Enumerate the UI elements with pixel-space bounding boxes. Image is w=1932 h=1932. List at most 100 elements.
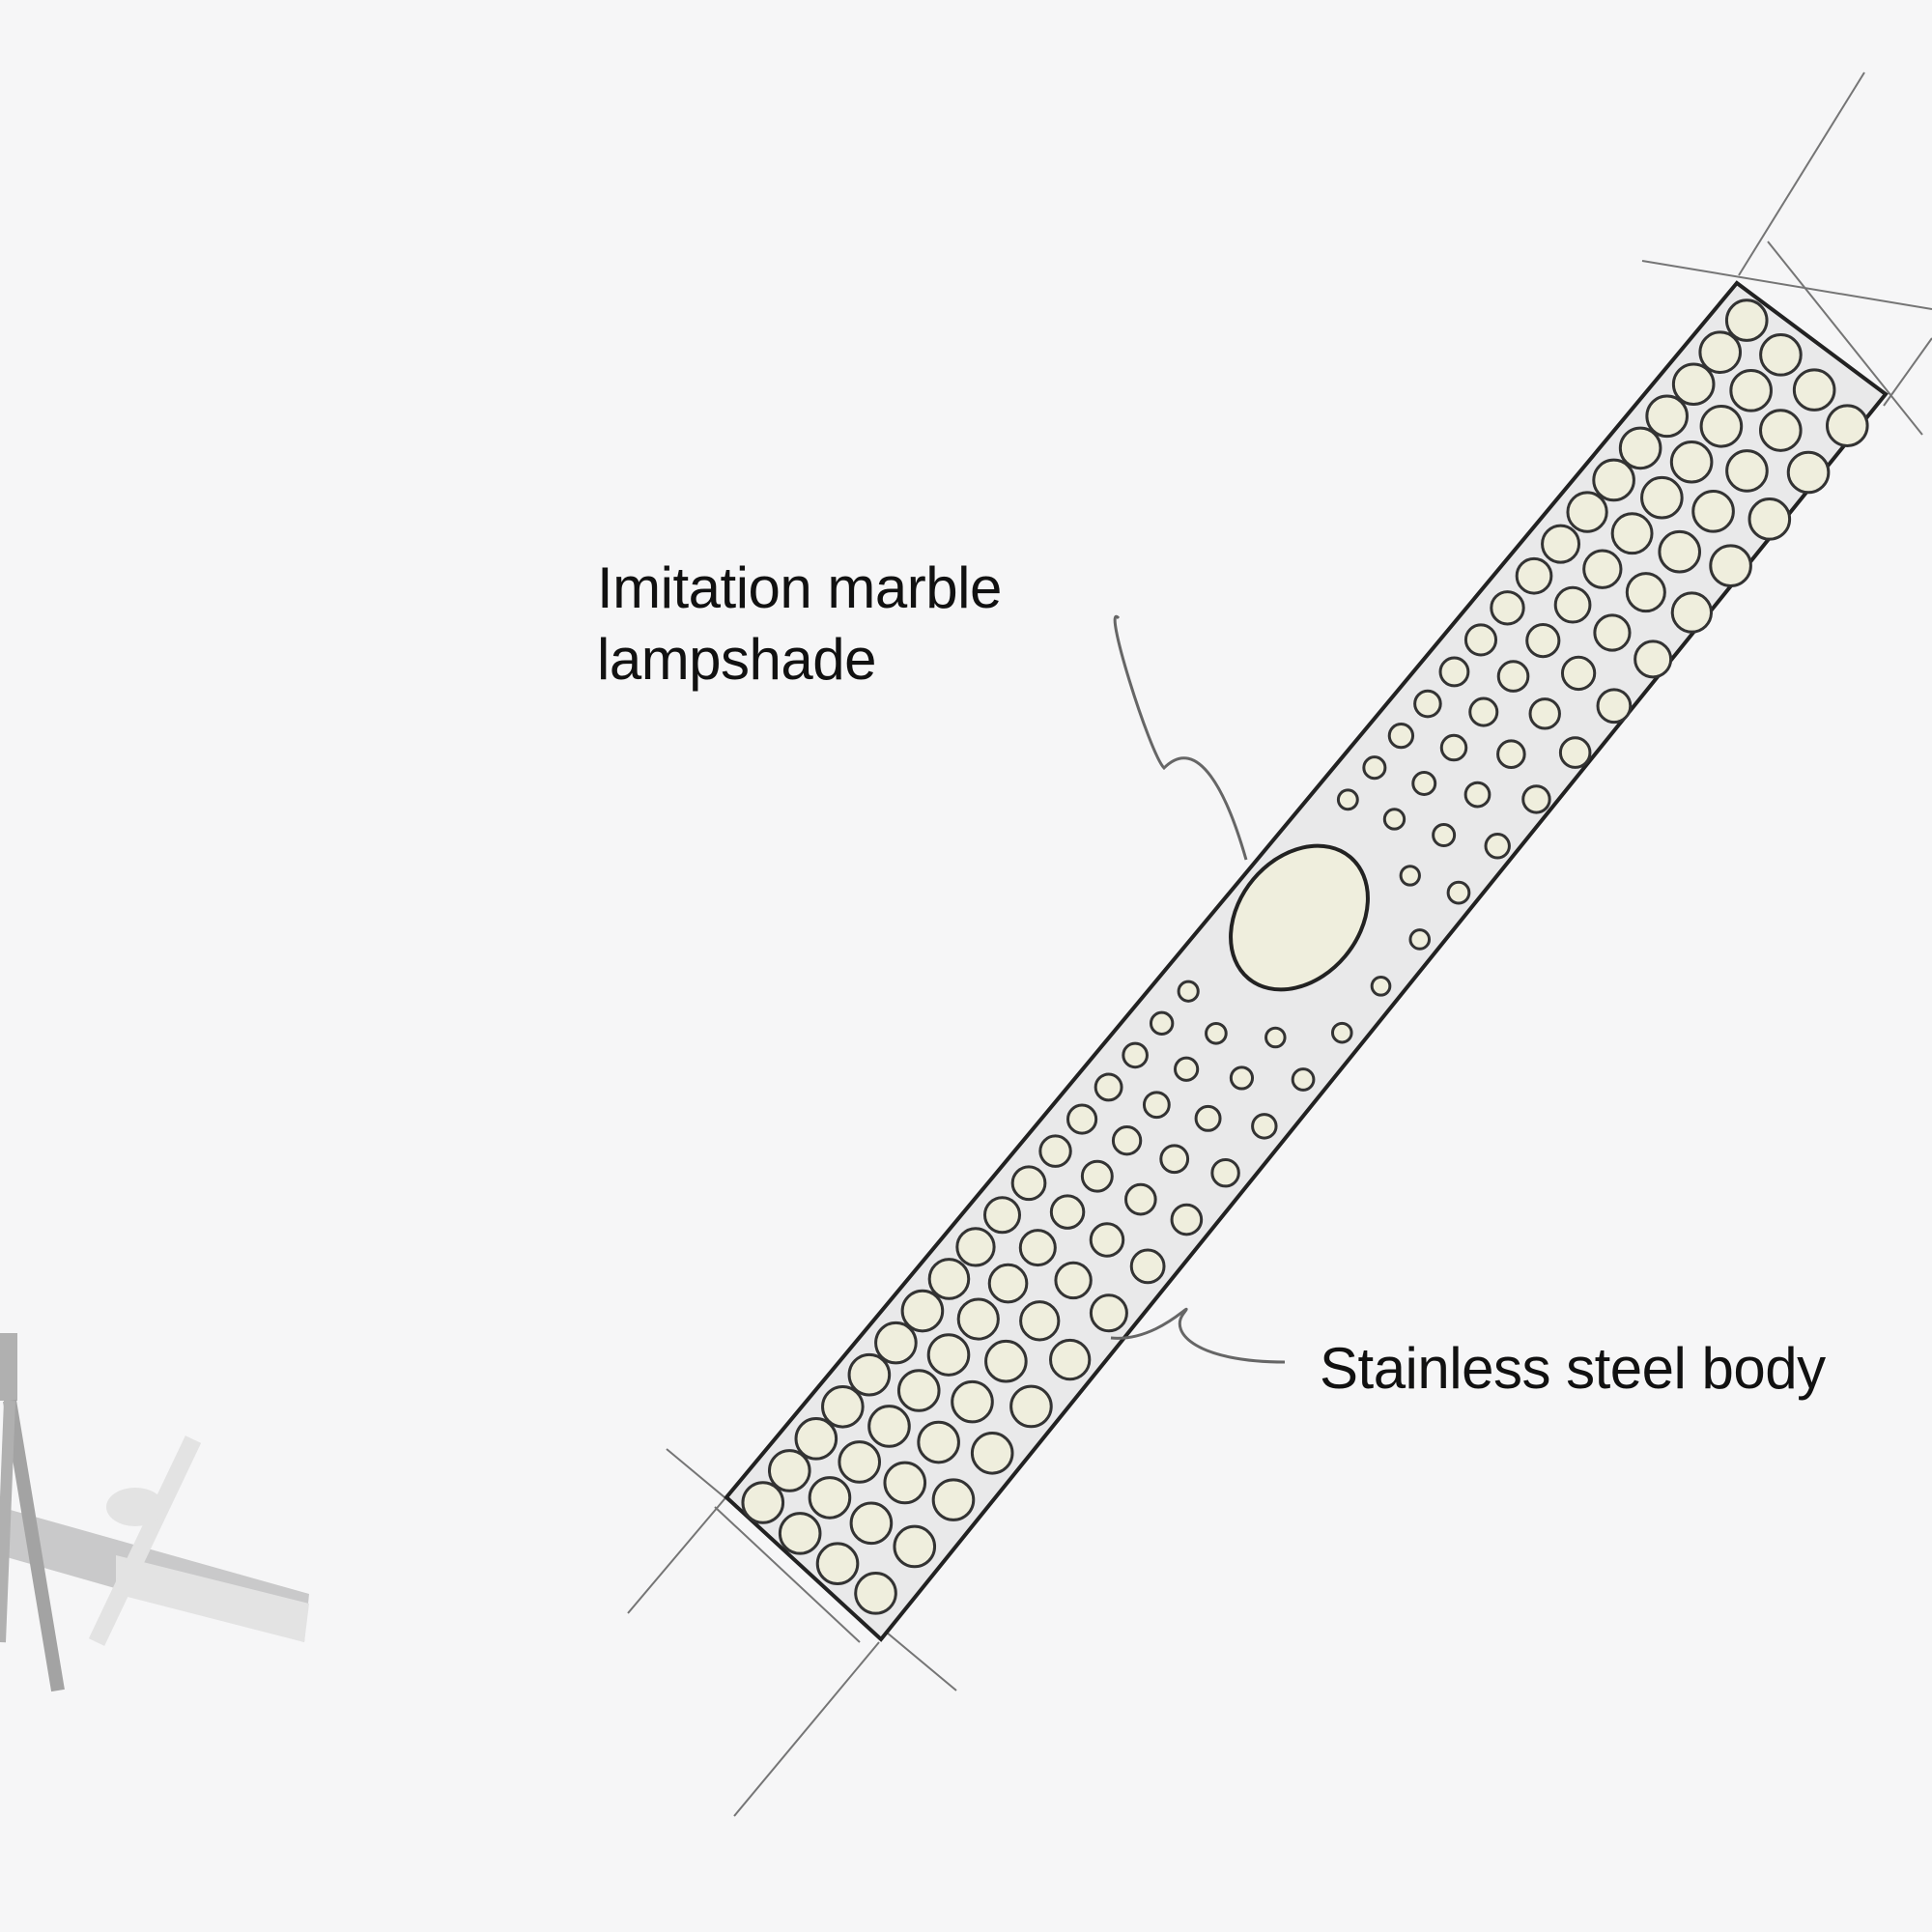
bead bbox=[854, 1572, 897, 1615]
bead bbox=[1671, 362, 1716, 407]
lampshade-beads bbox=[741, 298, 1869, 1615]
bead bbox=[815, 1542, 860, 1586]
bead bbox=[1566, 491, 1608, 533]
bead bbox=[1336, 788, 1359, 811]
bead bbox=[1408, 928, 1432, 951]
lampshade-annotation-line2: lampshade bbox=[597, 627, 877, 692]
bead bbox=[1446, 880, 1471, 905]
bead bbox=[893, 1524, 937, 1569]
bead bbox=[1177, 980, 1200, 1003]
bead bbox=[1709, 544, 1752, 587]
bead bbox=[1553, 585, 1592, 624]
bead bbox=[1699, 404, 1744, 448]
bead bbox=[1525, 623, 1561, 659]
lampshade-annotation: Imitation marble lampshade bbox=[597, 553, 1002, 696]
bead bbox=[1658, 529, 1701, 574]
bead bbox=[849, 1501, 894, 1546]
bead bbox=[1484, 833, 1511, 860]
bead bbox=[741, 1481, 785, 1524]
bead bbox=[1558, 736, 1592, 769]
bead bbox=[1399, 865, 1421, 887]
bead bbox=[1054, 1261, 1093, 1300]
lampshade-leader-line bbox=[1113, 614, 1248, 861]
bead bbox=[1065, 1103, 1098, 1135]
bead bbox=[1159, 1144, 1190, 1175]
bead bbox=[1019, 1300, 1061, 1342]
bead bbox=[1463, 781, 1492, 809]
bead bbox=[1382, 808, 1406, 831]
bead bbox=[767, 1449, 811, 1492]
bead bbox=[926, 1333, 971, 1377]
bead bbox=[1094, 1072, 1123, 1102]
bead bbox=[1825, 404, 1869, 447]
bead bbox=[1496, 739, 1526, 770]
bead bbox=[955, 1227, 996, 1267]
bead bbox=[900, 1289, 945, 1333]
bead bbox=[1089, 1293, 1128, 1333]
bead bbox=[1194, 1104, 1222, 1132]
bead bbox=[1618, 426, 1662, 470]
bead bbox=[1759, 333, 1803, 377]
bead bbox=[867, 1405, 911, 1448]
bead bbox=[1205, 1021, 1228, 1045]
bead bbox=[883, 1461, 927, 1505]
bead bbox=[1142, 1091, 1171, 1120]
bead bbox=[1582, 549, 1623, 589]
bead bbox=[1496, 660, 1530, 693]
lampshade-annotation-line1: Imitation marble bbox=[597, 555, 1002, 620]
bead bbox=[1010, 1165, 1047, 1202]
bead bbox=[1149, 1010, 1175, 1037]
bead bbox=[1080, 1159, 1114, 1193]
bead bbox=[1439, 733, 1468, 762]
bead bbox=[1560, 655, 1597, 692]
bead bbox=[1521, 784, 1551, 814]
bead bbox=[1170, 1203, 1204, 1236]
bead bbox=[1468, 696, 1499, 727]
bead bbox=[1174, 1056, 1200, 1082]
center-oval-bead bbox=[1229, 843, 1370, 992]
bead bbox=[808, 1476, 852, 1520]
bead bbox=[1515, 556, 1553, 595]
bead bbox=[1129, 1248, 1166, 1285]
bead bbox=[1009, 1384, 1053, 1429]
bead bbox=[1625, 572, 1666, 613]
bead bbox=[1698, 330, 1743, 374]
bead bbox=[1592, 458, 1635, 502]
bead bbox=[1747, 497, 1792, 541]
bead bbox=[1634, 639, 1673, 679]
bead bbox=[931, 1478, 976, 1521]
bead bbox=[917, 1420, 960, 1464]
bead bbox=[982, 1196, 1022, 1235]
bead bbox=[1018, 1229, 1057, 1267]
bead bbox=[1089, 1222, 1125, 1258]
bead bbox=[838, 1440, 882, 1484]
bead bbox=[1759, 409, 1803, 452]
bead bbox=[1111, 1125, 1143, 1156]
bead bbox=[1669, 440, 1714, 484]
bead bbox=[1362, 755, 1387, 781]
bead bbox=[951, 1379, 994, 1424]
bead bbox=[956, 1297, 1000, 1341]
bead bbox=[984, 1339, 1028, 1383]
bead bbox=[794, 1417, 838, 1461]
body-annotation: Stainless steel body bbox=[1320, 1336, 1826, 1401]
bead bbox=[1432, 823, 1457, 848]
bead bbox=[1610, 512, 1654, 555]
bead bbox=[1670, 591, 1713, 634]
bead bbox=[1786, 450, 1831, 495]
bead bbox=[1724, 298, 1769, 342]
bead bbox=[1438, 656, 1470, 688]
bead bbox=[1038, 1134, 1072, 1168]
bead bbox=[874, 1321, 918, 1365]
bead bbox=[1528, 697, 1561, 730]
bead bbox=[1251, 1113, 1278, 1140]
bead bbox=[1413, 689, 1442, 719]
bead bbox=[1330, 1021, 1353, 1044]
bead bbox=[970, 1431, 1014, 1475]
bead bbox=[1725, 449, 1769, 493]
bead bbox=[1463, 623, 1498, 657]
bead bbox=[1122, 1041, 1149, 1069]
bead bbox=[1049, 1194, 1086, 1230]
bead bbox=[1792, 368, 1836, 412]
